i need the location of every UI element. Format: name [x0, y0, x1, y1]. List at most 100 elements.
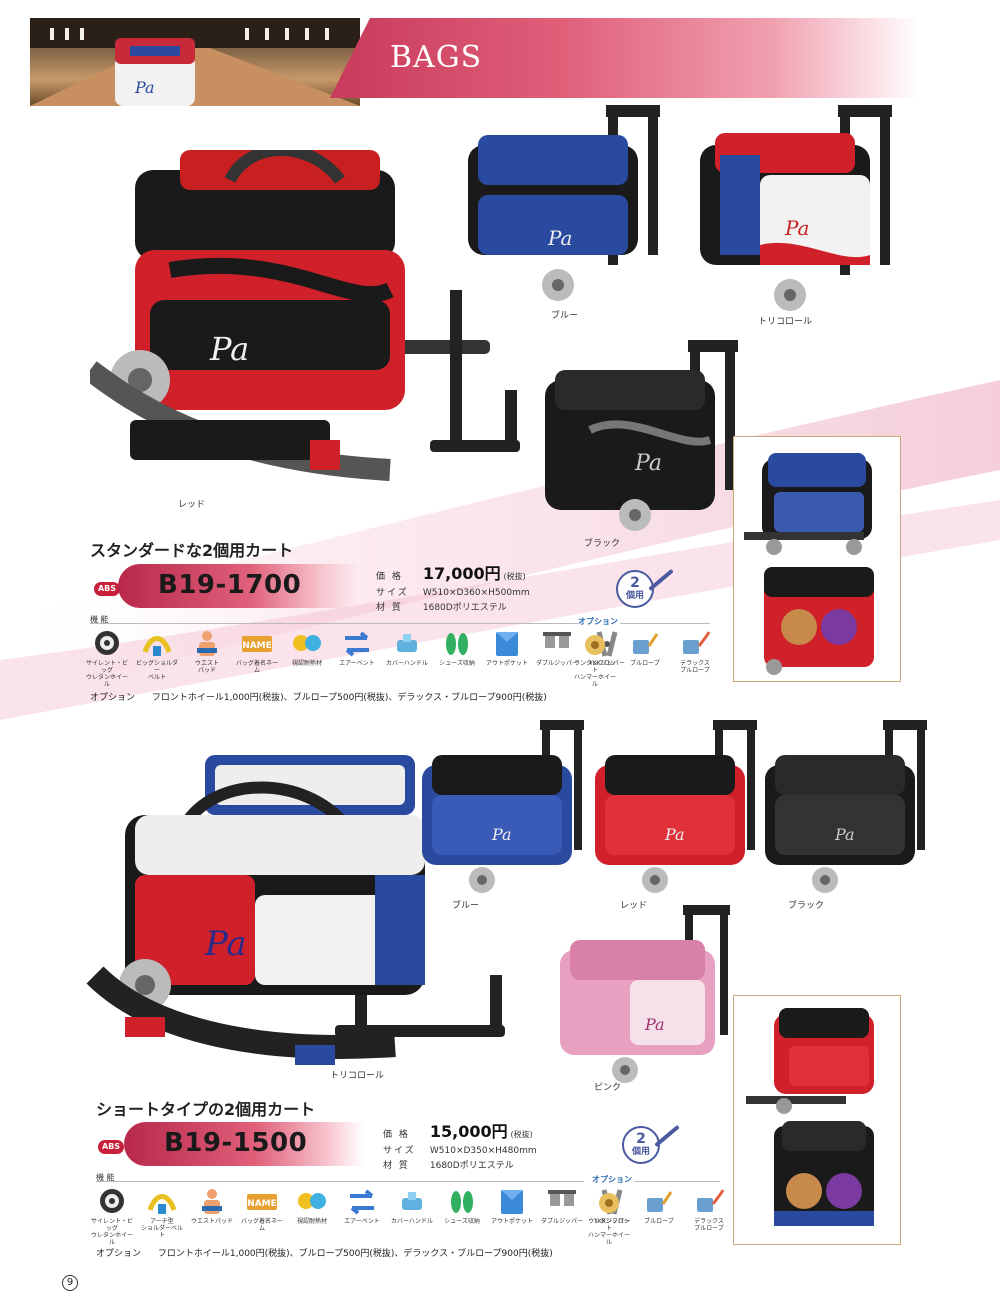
option-key: オプション — [90, 693, 136, 703]
feature-label: 視認耐熱材 — [291, 660, 322, 667]
spec-key: サイズ — [376, 588, 409, 598]
page-number: 9 — [62, 1275, 78, 1291]
front-wheel-icon — [579, 628, 611, 658]
shoulder-belt-icon — [141, 628, 173, 658]
caption-black: ブラック — [584, 539, 621, 549]
svg-text:Pa: Pa — [134, 78, 155, 97]
feature-item: ウエスト パッド — [185, 628, 229, 688]
spec-key: 価 格 — [376, 572, 403, 582]
feature-label: 視認耐熱材 — [296, 1218, 327, 1225]
bag-image-tricolor: Pa — [700, 105, 892, 311]
price-value: 15,000円 — [429, 1122, 508, 1141]
feature-label: サイレント・ビッグ ウレタンホイール — [85, 660, 128, 688]
feature-label: バッグ着名ネーム — [240, 1218, 283, 1232]
shoulder-belt-icon — [146, 1186, 178, 1216]
heat-shield-icon — [291, 628, 323, 658]
feature-label: シューズ収納 — [439, 660, 475, 667]
caption-blue-2: ブルー — [452, 901, 480, 911]
feature-item: エアーベント — [340, 1186, 384, 1246]
bag-image-red-2: Pa — [595, 720, 757, 893]
option-icons-1: ランタンフロント ハンマーホイールブルローブデラックス ブルローブ — [573, 628, 717, 688]
feature-item: ビッグショルダー ベルト — [135, 628, 179, 688]
spec-price-2: 価 格 15,000円 (税抜) — [383, 1118, 533, 1142]
feature-item: ブルローブ — [637, 1186, 681, 1246]
caption-tricolor: トリコロール — [758, 317, 813, 327]
feature-item: サイレント・ビッグ ウレタンホイール — [90, 1186, 134, 1246]
spec-value: W510×D350×H480mm — [429, 1146, 537, 1156]
feature-item: デラックス ブルローブ — [687, 1186, 731, 1246]
spec-key: 材 質 — [383, 1161, 410, 1171]
capacity-number: 2 — [630, 575, 640, 591]
feature-bar-2: 機 能 — [96, 1172, 584, 1182]
feature-item: サイレント・ビッグ ウレタンホイール — [85, 628, 129, 688]
pocket-icon — [496, 1186, 528, 1216]
option-icons-2: ウレタンフロント ハンマーホイールブルローブデラックス ブルローブ — [587, 1186, 731, 1246]
caption-pink: ピンク — [594, 1083, 622, 1093]
capacity-unit: 個用 — [631, 1147, 650, 1157]
option-key: オプション — [96, 1249, 142, 1259]
double-zipper-icon — [546, 1186, 578, 1216]
spec-price-1: 価 格 17,000円 (税抜) — [376, 560, 526, 584]
svg-text:Pa: Pa — [784, 216, 809, 240]
product-code-pill-1: B19-1700 — [118, 564, 358, 608]
bag-image-black-2: Pa — [765, 720, 927, 893]
feature-label: アーチ型 ショルダーベルト — [140, 1218, 183, 1239]
svg-text:NAME: NAME — [242, 641, 272, 651]
spec-value: 1680Dポリエステル — [422, 603, 507, 613]
feature-label: エアーベント — [339, 660, 375, 667]
feature-item: シューズ収納 — [435, 628, 479, 688]
air-vent-icon — [341, 628, 373, 658]
svg-text:Pa: Pa — [634, 451, 662, 476]
product-code-1: B19-1700 — [158, 570, 302, 600]
feature-label: デラックス ブルローブ — [680, 660, 710, 674]
brand-logo-1: ABS — [94, 582, 120, 596]
feature-item: NAME バッグ着名ネーム — [240, 1186, 284, 1246]
feature-label: ウエストパッド — [190, 1218, 233, 1225]
front-wheel-icon — [593, 1186, 625, 1216]
option-line-1: オプション フロントホイール1,000円(税抜)、ブルロープ500円(税抜)、デ… — [90, 690, 547, 703]
caption-tricolor-2: トリコロール — [330, 1071, 385, 1081]
feature-item: 視認耐熱材 — [290, 1186, 334, 1246]
feature-item: カバーハンドル — [390, 1186, 434, 1246]
bag-image-black: Pa — [545, 340, 738, 531]
option-text: フロントホイール1,000円(税抜)、ブルロープ500円(税抜)、デラックス・ブ… — [157, 1249, 553, 1259]
spec-material-1: 材 質 1680Dポリエステル — [376, 600, 507, 613]
feature-label: ウレタンフロント ハンマーホイール — [587, 1218, 630, 1246]
waist-pad-icon — [196, 1186, 228, 1216]
shoes-icon — [446, 1186, 478, 1216]
spec-material-2: 材 質 1680Dポリエステル — [383, 1158, 514, 1171]
spec-value: 1680Dポリエステル — [429, 1161, 514, 1171]
spec-size-1: サイズ W510×D360×H500mm — [376, 585, 530, 598]
capacity-number: 2 — [636, 1131, 646, 1147]
bag-image-red-main: Pa — [90, 150, 520, 481]
capacity-unit: 個用 — [625, 591, 644, 601]
feature-label: アウトポケット — [490, 1218, 533, 1225]
feature-label: シューズ収納 — [444, 1218, 480, 1225]
deluxe-rope-icon — [679, 628, 711, 658]
feature-item: アーチ型 ショルダーベルト — [140, 1186, 184, 1246]
bag-image-tricolor-main: Pa — [86, 755, 505, 1065]
svg-text:Pa: Pa — [547, 226, 572, 250]
feature-item: ブルローブ — [623, 628, 667, 688]
deluxe-rope-icon — [693, 1186, 725, 1216]
spec-value: W510×D360×H500mm — [422, 588, 530, 598]
pull-rope-icon — [629, 628, 661, 658]
spec-key: サイズ — [383, 1146, 416, 1156]
spec-key: 価 格 — [383, 1130, 410, 1140]
price-tax: (税抜) — [510, 1130, 533, 1139]
feature-item: アウトポケット — [490, 1186, 534, 1246]
product-code-pill-2: B19-1500 — [124, 1122, 364, 1166]
feature-item: カバーハンドル — [385, 628, 429, 688]
option-bar-2 — [634, 1172, 720, 1182]
inset-photo-2 — [733, 995, 901, 1245]
svg-text:Pa: Pa — [491, 825, 512, 844]
name-tag-icon: NAME — [246, 1186, 278, 1216]
feature-label: ダブルジッパー — [535, 660, 578, 667]
brand-logo-2: ABS — [98, 1140, 124, 1154]
product-name-1: スタンダードな2個用カート — [90, 541, 294, 560]
feature-item: ランタンフロント ハンマーホイール — [573, 628, 617, 688]
feature-label: サイレント・ビッグ ウレタンホイール — [90, 1218, 133, 1246]
wheel-icon — [91, 628, 123, 658]
